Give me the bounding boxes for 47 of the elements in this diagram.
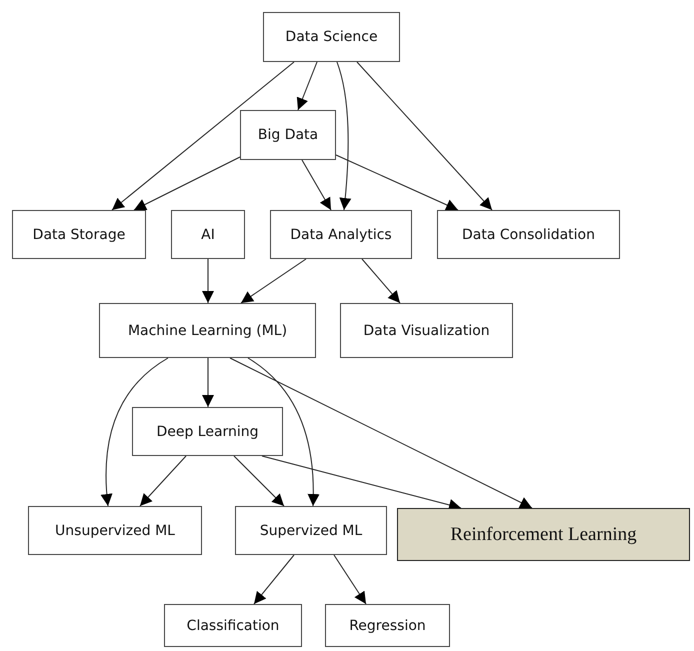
arrow [336,62,352,210]
node-label: Supervized ML [260,522,362,538]
arrow [334,554,366,604]
arrow [134,156,240,210]
process-box [164,604,302,647]
process-box [270,210,412,259]
node-label: AI [201,226,215,242]
process-box [397,508,690,561]
process-box [132,407,283,456]
process-box [340,303,513,358]
process-box [171,210,245,259]
node-label: Regression [349,618,426,634]
process-box [28,506,202,555]
process-box [12,210,146,259]
arrow [202,358,214,408]
process-box [263,12,400,62]
node-label: Big Data [258,127,318,143]
node-label: Classification [186,618,280,634]
arrow [362,258,400,304]
arrow [262,456,462,511]
arrow [296,62,318,110]
node-label: Machine Learning (ML) [128,322,288,338]
arrow [202,258,214,304]
arrow [302,160,332,210]
arrow [230,358,532,508]
arrow [254,554,294,604]
process-box [99,303,316,358]
process-box [235,506,387,555]
node-label: Unsupervized ML [55,522,175,538]
node-label: Data Storage [32,226,126,242]
process-box [325,604,450,647]
node-label: Deep Learning [156,424,259,440]
arrow [240,258,306,304]
arrow [112,62,294,210]
arrow [336,154,458,211]
arrow [100,358,168,506]
process-box [437,210,620,259]
arrow [140,456,186,506]
process-box [240,110,336,160]
node-label: Data Science [285,29,378,45]
arrow [234,456,284,506]
arrow [248,358,320,506]
node-label: Data Analytics [290,226,392,242]
node-label: Data Consolidation [462,226,595,242]
arrow [356,62,492,210]
node-label: Reinforcement Learning [450,524,637,546]
node-label: Data Visualization [363,322,490,338]
